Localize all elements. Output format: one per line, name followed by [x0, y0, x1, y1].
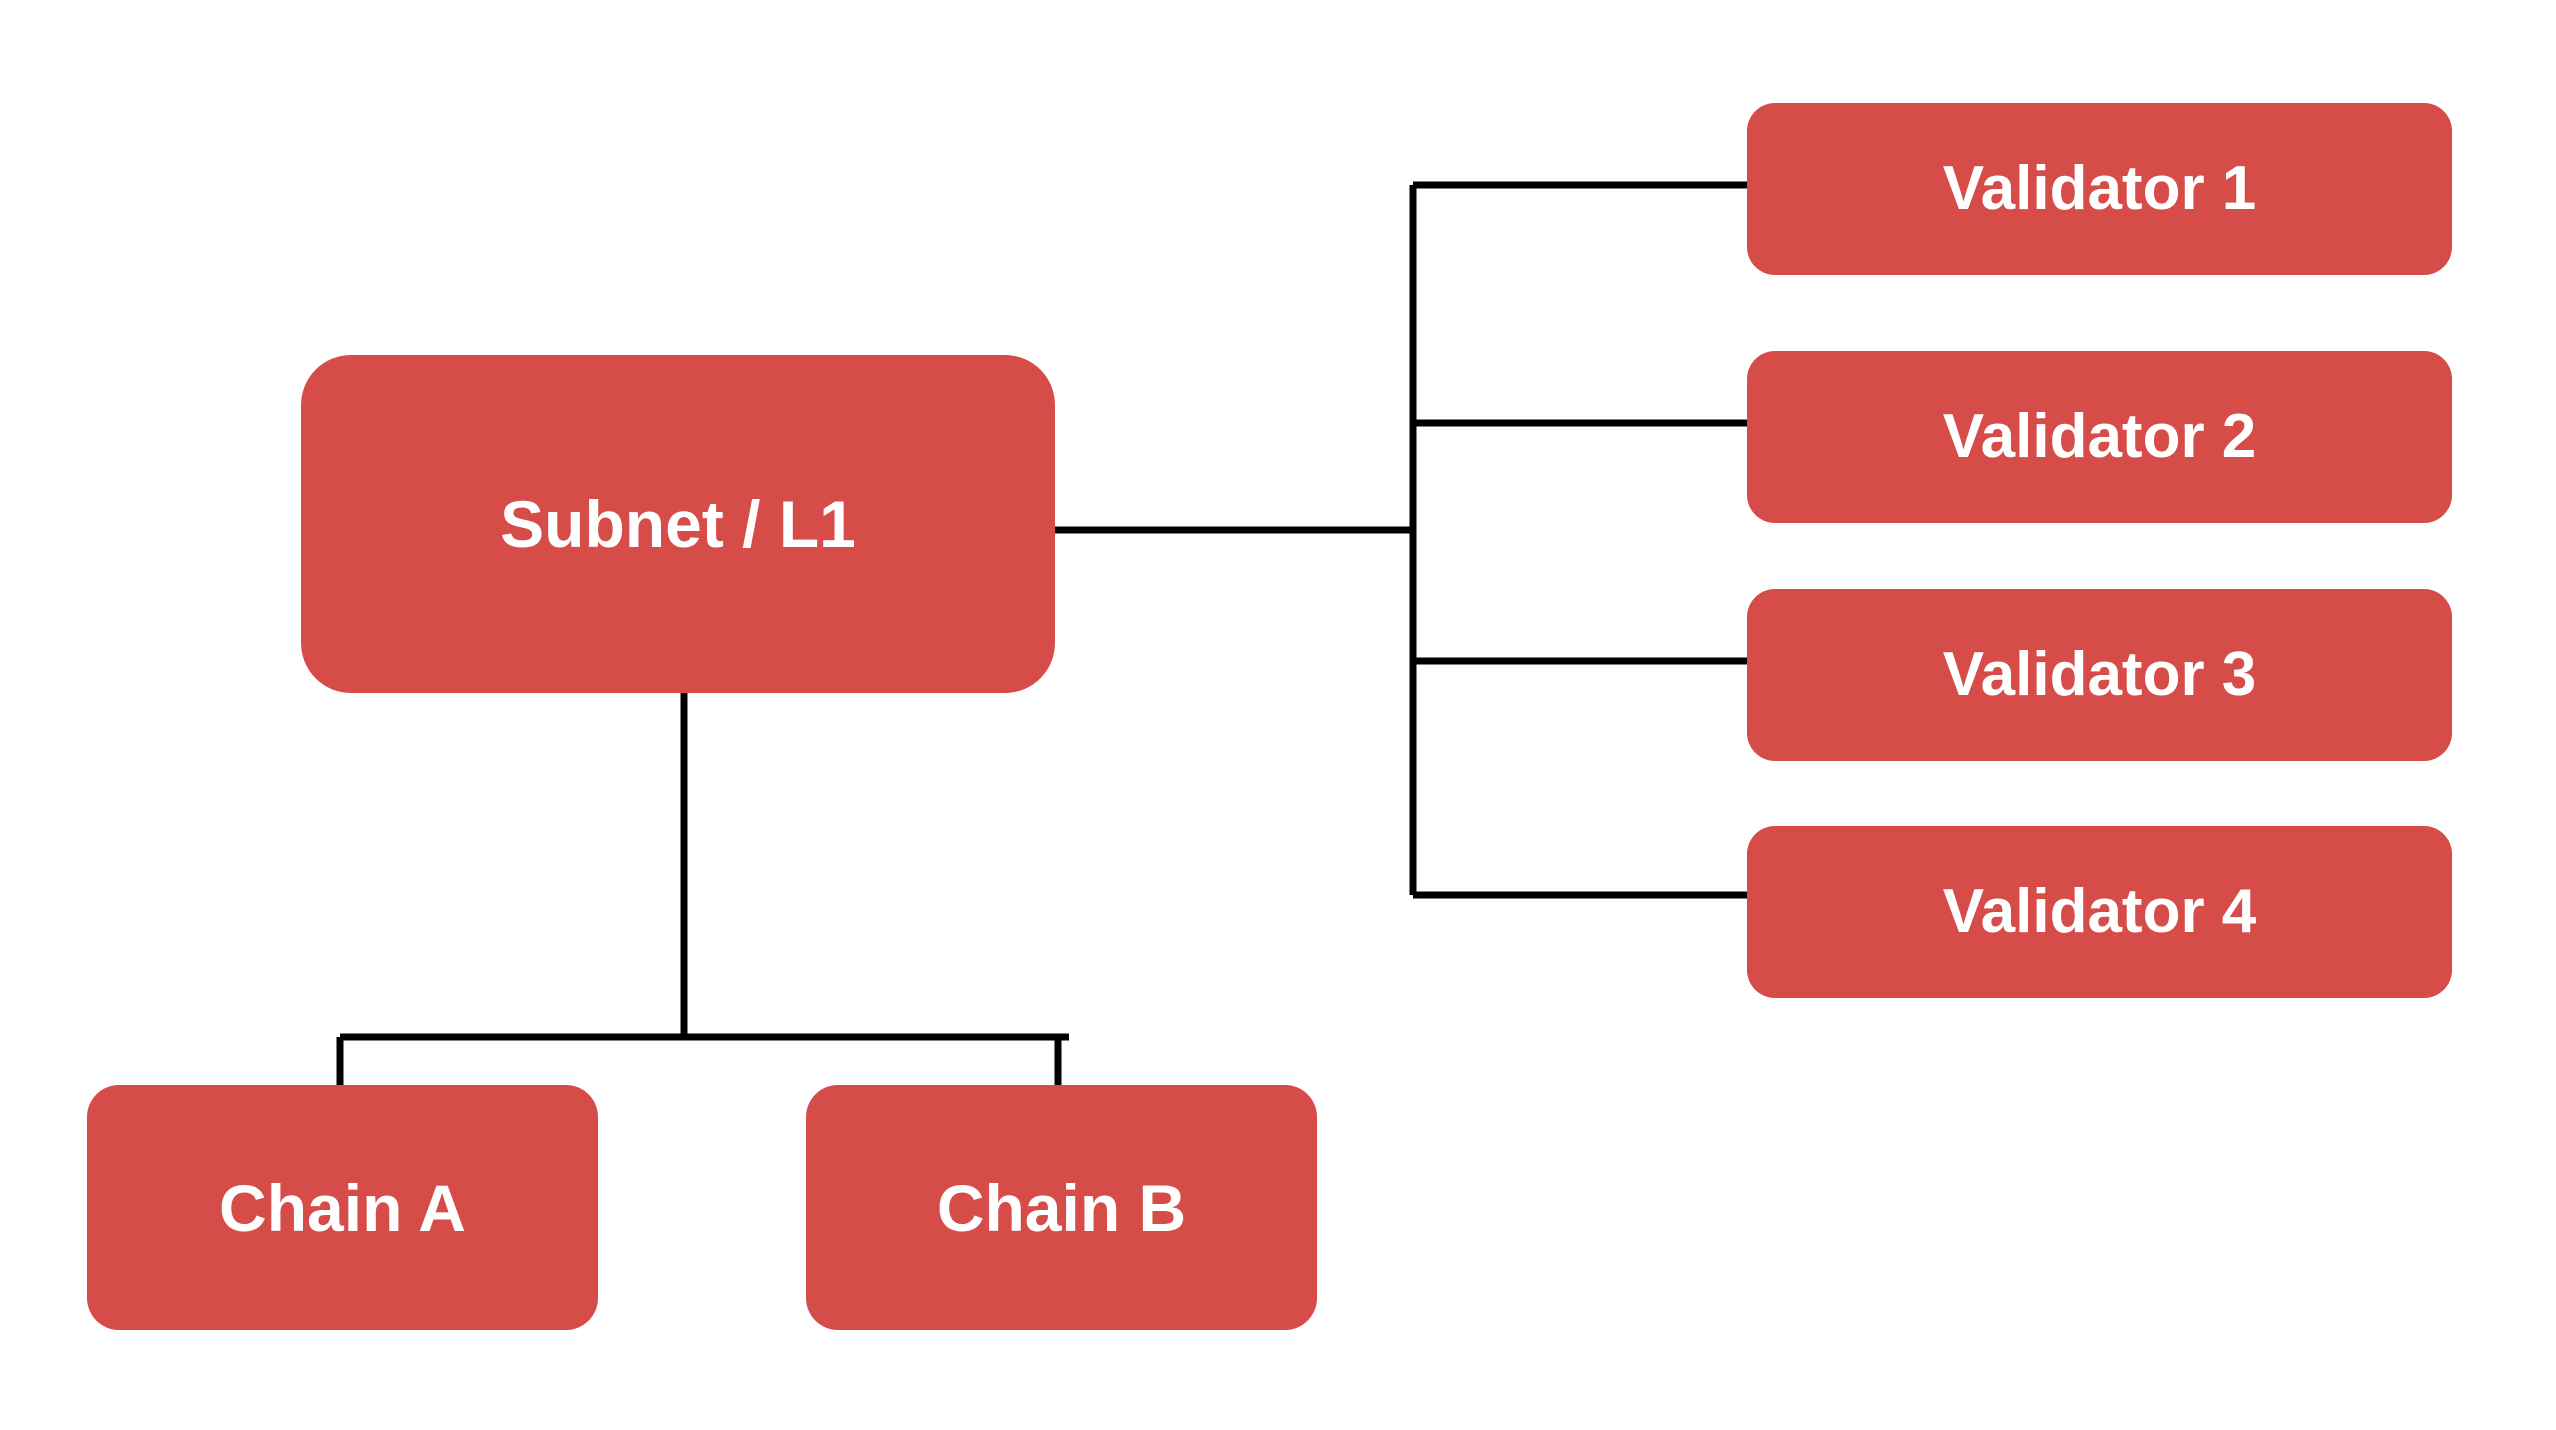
node-validator-4[interactable]: Validator 4: [1747, 826, 2452, 998]
node-validator-3[interactable]: Validator 3: [1747, 589, 2452, 761]
node-chain-b[interactable]: Chain B: [806, 1085, 1317, 1330]
node-validator-3-label: Validator 3: [1942, 640, 2257, 709]
node-validator-1-label: Validator 1: [1942, 154, 2257, 223]
node-subnet-l1[interactable]: Subnet / L1: [301, 355, 1055, 693]
node-subnet-l1-label: Subnet / L1: [500, 487, 856, 561]
node-chain-a-label: Chain A: [219, 1170, 466, 1245]
node-validator-1[interactable]: Validator 1: [1747, 103, 2452, 275]
node-chain-b-label: Chain B: [936, 1170, 1187, 1245]
node-validator-2[interactable]: Validator 2: [1747, 351, 2452, 523]
node-validator-2-label: Validator 2: [1942, 402, 2257, 471]
node-validator-4-label: Validator 4: [1942, 877, 2257, 946]
node-chain-a[interactable]: Chain A: [87, 1085, 598, 1330]
